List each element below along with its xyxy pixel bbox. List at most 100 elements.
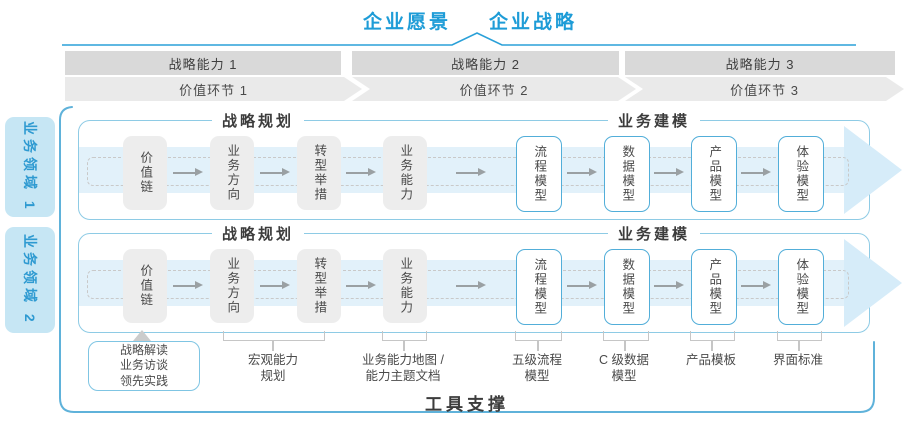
bracket: [223, 331, 325, 341]
annotation-data-model: C 级数据 模型: [549, 352, 699, 385]
strategy-input-box: 战略解读 业务访谈 领先实践: [88, 341, 200, 391]
annotation-line: 模型: [524, 369, 550, 384]
tool-support-title: 工具支撑: [425, 395, 509, 414]
step-arrow-icon: [173, 281, 203, 290]
step-arrow-icon: [173, 168, 203, 177]
up-arrow-icon: [133, 330, 151, 341]
domain-tab-1-label: 业务领域 1: [21, 121, 39, 213]
bracket: [603, 331, 649, 341]
box-experience-model: 体验模型: [778, 249, 824, 325]
step-arrow-icon: [567, 168, 597, 177]
annotation-line: 产品模板: [685, 353, 736, 367]
capability-bar-2: 战略能力 2: [352, 51, 619, 75]
box-product-model: 产品模型: [691, 136, 737, 212]
box-label: 数据模型: [620, 145, 635, 203]
value-chevron-2: 价值环节 2: [352, 77, 636, 101]
box-business-capability: 业务能力: [383, 249, 427, 323]
strategy-input-line: 战略解读: [119, 342, 168, 357]
step-arrow-icon: [260, 281, 290, 290]
value-chevron-1: 价值环节 1: [65, 77, 362, 101]
step-arrow-icon: [260, 168, 290, 177]
bracket-stem: [798, 340, 800, 351]
bracket: [382, 331, 427, 341]
bracket-stem: [403, 340, 405, 351]
box-process-model: 流程模型: [516, 136, 562, 212]
box-business-capability: 业务能力: [383, 136, 427, 210]
flow-arrowhead-icon: [844, 126, 902, 214]
step-arrow-icon: [741, 281, 771, 290]
annotation-line: 五级流程: [511, 353, 562, 367]
bracket: [777, 331, 822, 341]
strategy-input-line: 领先实践: [119, 373, 168, 388]
box-label: 业务方向: [225, 144, 240, 202]
box-label: 价值链: [138, 151, 153, 195]
annotation-process-model: 五级流程 模型: [462, 352, 612, 385]
strategy-input-line: 业务访谈: [119, 358, 168, 373]
dashed-track: [87, 157, 849, 186]
annotation-ui-standard: 界面标准: [723, 352, 873, 368]
annotation-line: 能力主题文档: [365, 369, 441, 384]
domain-tab-2: 业务领域 2: [5, 227, 55, 333]
box-value-chain: 价值链: [123, 249, 167, 323]
domain-tab-2-label: 业务领域 2: [21, 234, 39, 326]
capability-bar-1: 战略能力 1: [65, 51, 341, 75]
vision-title: 企业愿景: [362, 12, 451, 33]
box-label: 体验模型: [794, 145, 809, 203]
bracket-stem: [624, 340, 626, 351]
bracket-stem: [272, 340, 274, 351]
annotation-product-template: 产品模板: [636, 352, 786, 368]
box-business-direction: 业务方向: [210, 136, 254, 210]
box-label: 业务能力: [398, 257, 413, 315]
domain-tab-1: 业务领域 1: [5, 117, 55, 217]
box-business-direction: 业务方向: [210, 249, 254, 323]
box-process-model: 流程模型: [516, 249, 562, 325]
swimlane-domain-1: 价值链 业务方向 转型举措 业务能力 流程模型 数据模型 产品模型 体验模型: [78, 120, 902, 220]
box-product-model: 产品模型: [691, 249, 737, 325]
step-arrow-icon: [346, 281, 376, 290]
annotation-line: 界面标准: [772, 353, 823, 367]
box-label: 流程模型: [532, 258, 547, 316]
lane2-planning-header: 战略规划: [212, 223, 305, 244]
annotation-macro-capability: 宏观能力 规划: [198, 352, 348, 385]
box-label: 价值链: [138, 264, 153, 308]
dashed-track: [87, 270, 849, 299]
step-arrow-icon: [567, 281, 597, 290]
annotation-line: 规划: [260, 369, 286, 384]
capability-bar-3: 战略能力 3: [625, 51, 895, 75]
swimlane-domain-2: 价值链 业务方向 转型举措 业务能力 流程模型 数据模型 产品模型 体验模型: [78, 233, 902, 333]
strategy-title: 企业战略: [489, 12, 578, 33]
value-chevron-3: 价值环节 3: [625, 77, 904, 101]
step-arrow-icon: [654, 168, 684, 177]
step-arrow-icon: [346, 168, 376, 177]
lane1-modeling-header: 业务建模: [608, 110, 701, 131]
box-label: 转型举措: [312, 257, 327, 315]
box-value-chain: 价值链: [123, 136, 167, 210]
box-label: 业务能力: [398, 144, 413, 202]
box-label: 数据模型: [620, 258, 635, 316]
step-arrow-icon: [741, 168, 771, 177]
box-data-model: 数据模型: [604, 136, 650, 212]
flow-arrowhead-icon: [844, 239, 902, 327]
box-label: 产品模型: [707, 145, 722, 203]
step-arrow-icon: [654, 281, 684, 290]
annotation-line: C 级数据: [598, 353, 649, 367]
lane1-planning-header: 战略规划: [212, 110, 305, 131]
box-transformation-initiatives: 转型举措: [297, 249, 341, 323]
bracket: [515, 331, 562, 341]
step-arrow-icon: [456, 281, 486, 290]
page-title: 企业愿景 企业战略: [0, 7, 910, 34]
annotation-line: 模型: [611, 369, 637, 384]
step-arrow-icon: [456, 168, 486, 177]
lane2-modeling-header: 业务建模: [608, 223, 701, 244]
bracket: [690, 331, 735, 341]
box-label: 体验模型: [794, 258, 809, 316]
box-experience-model: 体验模型: [778, 136, 824, 212]
bracket-stem: [537, 340, 539, 351]
box-data-model: 数据模型: [604, 249, 650, 325]
box-transformation-initiatives: 转型举措: [297, 136, 341, 210]
box-label: 流程模型: [532, 145, 547, 203]
bracket-stem: [711, 340, 713, 351]
annotation-line: 业务能力地图 /: [362, 353, 444, 367]
box-label: 转型举措: [312, 144, 327, 202]
